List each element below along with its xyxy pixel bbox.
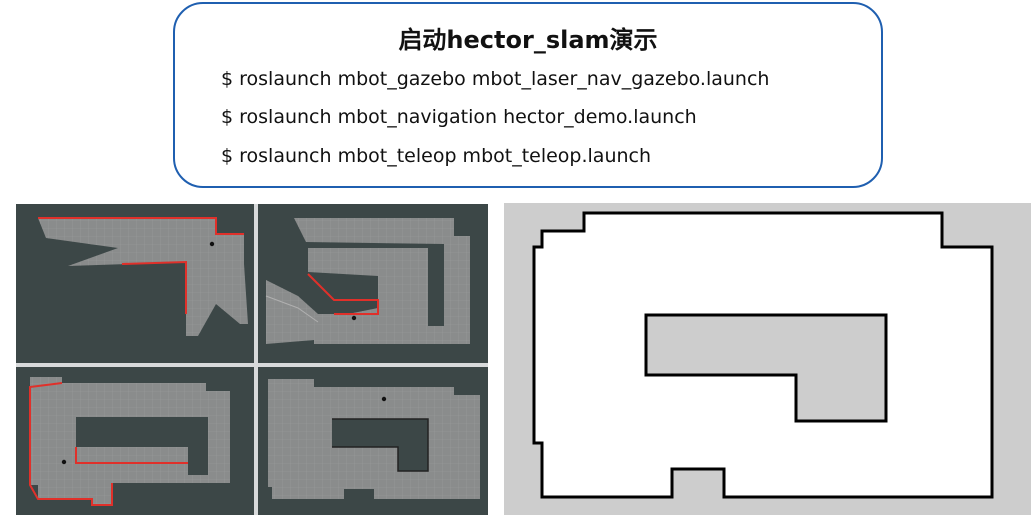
command-line-1: $ roslaunch mbot_gazebo mbot_laser_nav_g…	[221, 68, 770, 90]
partial-map-1	[38, 217, 248, 336]
rviz-panel-1	[16, 204, 254, 363]
command-box: 启动hector_slam演示 $ roslaunch mbot_gazebo …	[173, 2, 883, 188]
rviz-panel-3	[16, 367, 254, 515]
partial-map-3	[29, 377, 230, 506]
rviz-mapping-progress	[16, 204, 488, 515]
partial-map-2	[265, 218, 470, 344]
command-box-title: 启动hector_slam演示	[398, 26, 658, 54]
rviz-panel-2	[258, 204, 488, 363]
partial-map-4	[268, 379, 480, 499]
rviz-panel-4	[258, 367, 488, 515]
final-map-drawing	[532, 211, 994, 499]
final-occupancy-map	[504, 203, 1031, 515]
command-line-3: $ roslaunch mbot_teleop mbot_teleop.laun…	[221, 145, 652, 167]
command-line-2: $ roslaunch mbot_navigation hector_demo.…	[221, 106, 697, 128]
